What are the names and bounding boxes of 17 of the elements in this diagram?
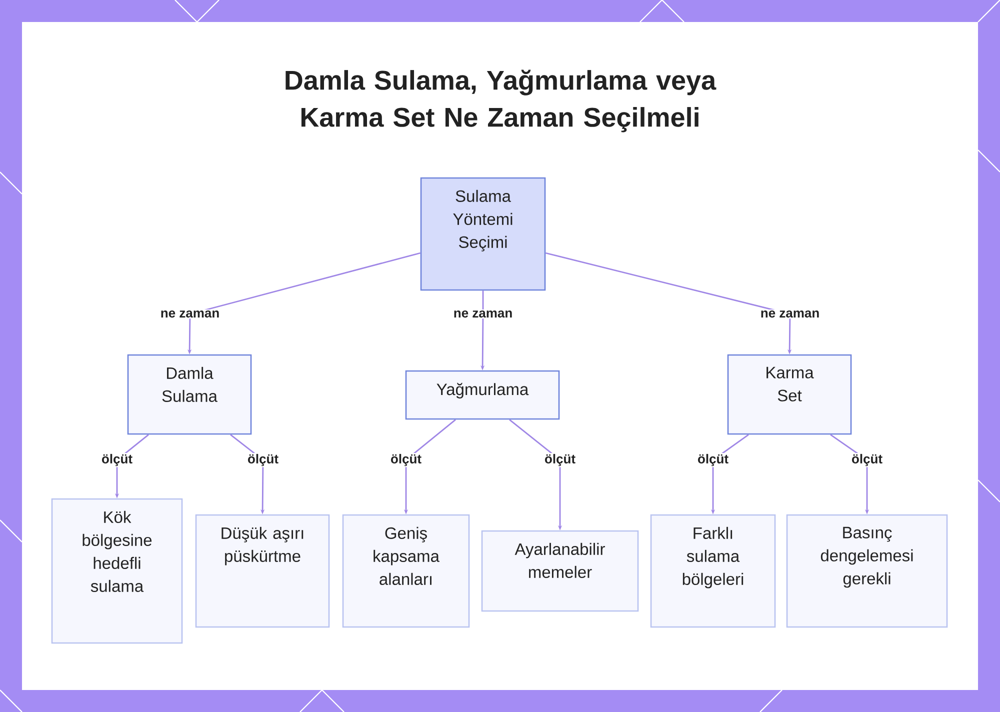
edge-label: ölçüt: [543, 452, 577, 468]
title: Damla Sulama, Yağmurlama veya Karma Set Ne Zaman Seçilmeli: [286, 70, 716, 132]
edge-label: ölçüt: [246, 452, 280, 468]
process-box: Basınç dengelemesi gerekli: [786, 514, 948, 628]
process-box: Kök bölgesine hedefli sulama: [51, 498, 183, 644]
process-box: Farklı sulama bölgeleri: [650, 514, 776, 628]
edge-label: ölçüt: [850, 452, 884, 468]
edge-label: ölçüt: [100, 452, 134, 468]
process-box: Ayarlanabilir memeler: [481, 530, 639, 612]
process-box: Düşük aşırı püskürtme: [195, 514, 330, 628]
edge-label: ölçüt: [389, 452, 423, 468]
process-box: Karma Set: [727, 354, 852, 435]
edge-label: ölçüt: [696, 452, 730, 468]
process-box: Yağmurlama: [405, 370, 560, 420]
process-box: Damla Sulama: [127, 354, 252, 435]
root-box: Sulama Yöntemi Seçimi: [420, 177, 546, 291]
process-box: Geniş kapsama alanları: [342, 514, 470, 628]
